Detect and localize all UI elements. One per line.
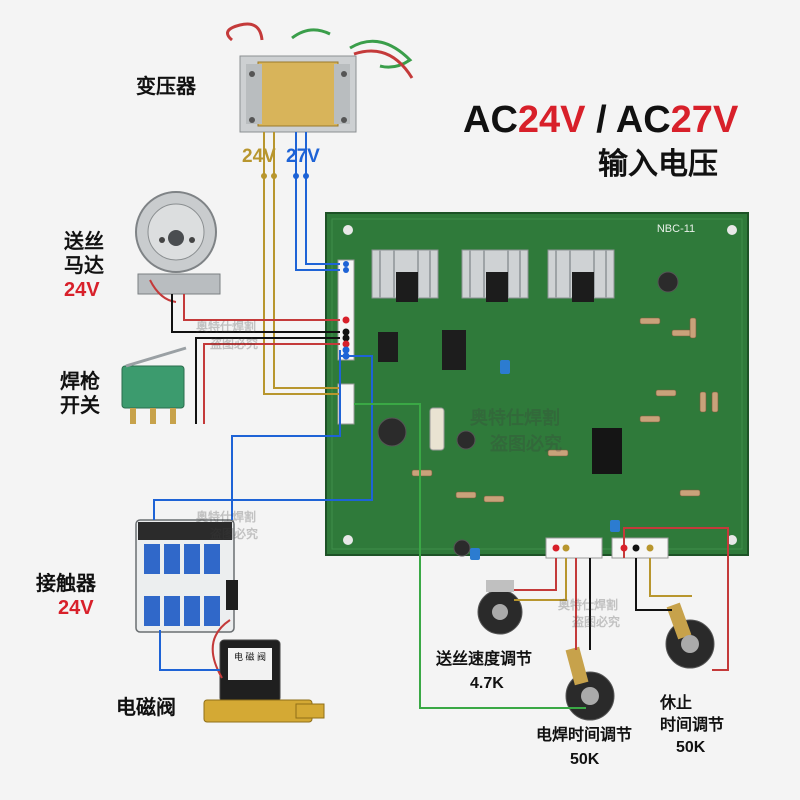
watermark-notice: 盗图必究	[210, 337, 259, 351]
input-voltage-title: AC24V / AC27V	[463, 100, 738, 140]
input-voltage-subtitle: 输入电压	[598, 148, 718, 181]
contactor-label: 接触器	[36, 573, 96, 595]
pot-weld-time-value: 50K	[570, 751, 600, 768]
solenoid-valve-icon: 电 磁 阀	[203, 619, 325, 723]
separator: /	[585, 99, 616, 141]
watermark-notice: 盗图必究	[490, 434, 562, 455]
voltage-27v: 27V	[670, 99, 739, 141]
pot-weld-time-label: 电焊时间调节	[536, 727, 633, 744]
contactor-voltage: 24V	[58, 597, 94, 619]
pot-pause-time-value: 50K	[676, 739, 706, 756]
board-model: NBC-11	[657, 223, 695, 235]
watermark-notice: 盗图必究	[210, 527, 259, 541]
potentiometer-icon	[477, 580, 523, 635]
pot-pause-time-label-line1: 休止	[660, 695, 693, 712]
transformer-icon	[226, 22, 414, 133]
voltage-24v: 24V	[517, 99, 586, 141]
pot-wire-speed-value: 4.7K	[470, 675, 504, 692]
transformer-tap-24v: 24V	[242, 146, 276, 167]
pot-wire-speed-label: 送丝速度调节	[436, 651, 533, 668]
transformer-label: 变压器	[136, 76, 196, 98]
potentiometer-icon	[665, 602, 715, 669]
watermark-brand: 奥特仕焊割	[558, 598, 619, 612]
transformer-tap-27v: 27V	[286, 146, 320, 167]
microswitch-icon	[121, 346, 187, 424]
connector-pins	[261, 173, 654, 552]
motor-label-line1: 送丝	[64, 231, 104, 253]
pot-pause-time-label-line2: 时间调节	[660, 717, 725, 734]
pcb-board: NBC-11	[325, 212, 749, 560]
watermark-brand: 奥特仕焊割	[196, 510, 257, 524]
potentiometer-icon	[565, 646, 615, 721]
torch-switch-label-line1: 焊枪	[60, 371, 100, 393]
ac-prefix: AC	[615, 99, 671, 141]
solenoid-valve-label: 电磁阀	[116, 697, 176, 719]
watermark-brand: 奥特仕焊割	[470, 408, 560, 429]
torch-switch-label-line2: 开关	[60, 395, 100, 417]
watermark-brand: 奥特仕焊割	[196, 320, 257, 334]
ac-prefix: AC	[463, 99, 518, 141]
motor-icon	[135, 191, 221, 303]
contactor-icon	[135, 519, 238, 633]
valve-plate-text: 电 磁 阀	[234, 651, 266, 662]
watermark-notice: 盗图必究	[572, 615, 621, 629]
motor-voltage: 24V	[64, 279, 100, 301]
motor-label-line2: 马达	[64, 255, 104, 277]
